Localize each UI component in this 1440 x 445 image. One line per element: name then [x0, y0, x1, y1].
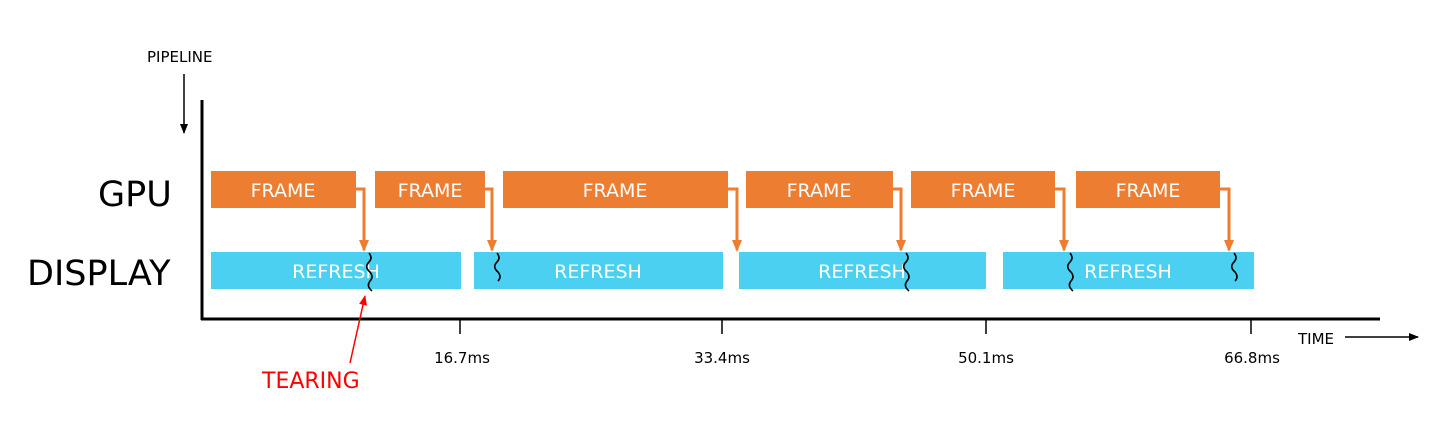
tearing-arrow — [349, 295, 367, 364]
frame-to-display-arrow — [1220, 187, 1234, 252]
svg-text:REFRESH: REFRESH — [1084, 261, 1172, 283]
svg-text:FRAME: FRAME — [1116, 180, 1181, 202]
tear-line — [902, 252, 910, 292]
gpu-frame: FRAME — [911, 171, 1055, 208]
display-refresh: REFRESH — [739, 252, 986, 289]
frame-to-display-arrow — [485, 187, 497, 252]
gpu-frame: FRAME — [375, 171, 485, 208]
display-row-label: DISPLAY — [27, 254, 171, 294]
tear-line — [1066, 252, 1074, 292]
pipeline-label: PIPELINE — [147, 48, 212, 66]
display-refresh: REFRESH — [211, 252, 461, 289]
frame-to-display-arrow — [893, 187, 906, 252]
gpu-frame: FRAME — [503, 171, 728, 208]
time-label: TIME — [1297, 330, 1334, 348]
display-refresh: REFRESH — [1003, 252, 1254, 289]
tearing-label: TEARING — [261, 369, 360, 394]
display-refresh: REFRESH — [474, 252, 723, 289]
frame-to-display-arrow — [356, 187, 369, 252]
tick-label: 50.1ms — [958, 349, 1014, 367]
gpu-frame: FRAME — [1076, 171, 1220, 208]
svg-text:FRAME: FRAME — [583, 180, 648, 202]
tear-line — [1230, 252, 1238, 282]
frame-to-display-arrow — [1055, 187, 1069, 252]
svg-text:FRAME: FRAME — [398, 180, 463, 202]
svg-text:REFRESH: REFRESH — [292, 261, 380, 283]
gpu-frame: FRAME — [746, 171, 893, 208]
tear-line — [493, 252, 501, 282]
svg-text:REFRESH: REFRESH — [554, 261, 642, 283]
frame-to-display-arrow — [728, 187, 742, 252]
gpu-frame: FRAME — [211, 171, 356, 208]
tear-line — [365, 252, 373, 292]
svg-text:REFRESH: REFRESH — [818, 261, 906, 283]
gpu-row-label: GPU — [98, 175, 172, 215]
svg-text:FRAME: FRAME — [951, 180, 1016, 202]
tick-label: 16.7ms — [434, 349, 490, 367]
tick-label: 33.4ms — [694, 349, 750, 367]
tick-label: 66.8ms — [1224, 349, 1280, 367]
svg-text:FRAME: FRAME — [787, 180, 852, 202]
svg-text:FRAME: FRAME — [251, 180, 316, 202]
